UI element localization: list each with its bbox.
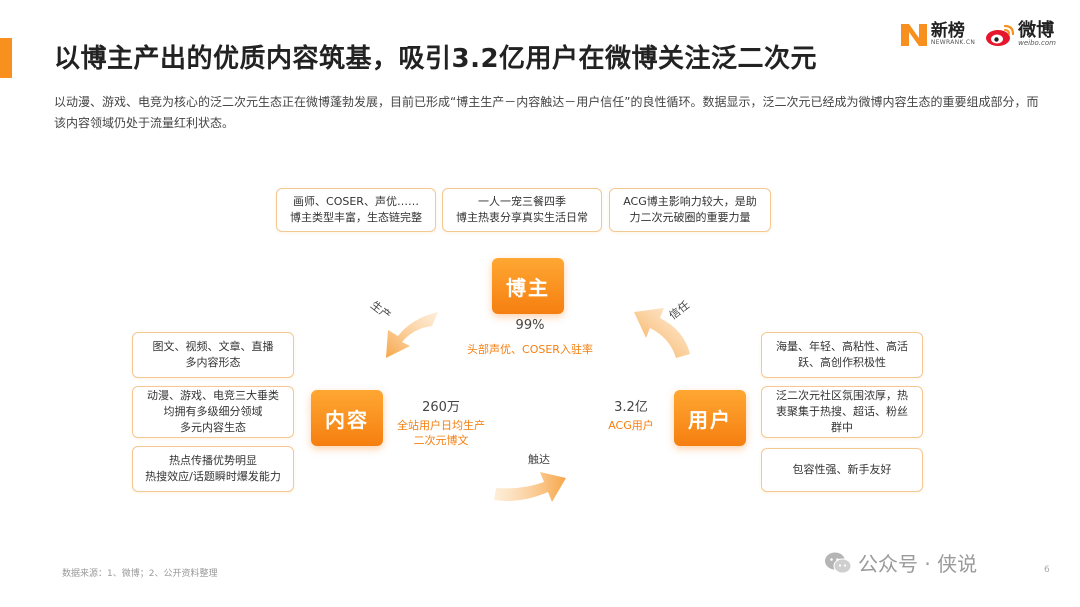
arrow-trust <box>634 308 690 358</box>
xinbang-logo: 新榜 NEWRANK.CN <box>900 21 976 46</box>
box-line: 博主类型丰富，生态链完整 <box>290 211 422 224</box>
box-line: 热点传播优势明显 <box>169 454 257 467</box>
box-line: 包容性强、新手友好 <box>792 463 892 476</box>
weibo-logo-cn: 微博 <box>1018 20 1055 41</box>
box-line: 图文、视频、文章、直播 <box>152 340 274 353</box>
watermark-text: 公众号 · 侠说 <box>858 552 978 576</box>
box-line: 衷聚集于热搜、超话、粉丝 <box>776 405 908 418</box>
node-content: 内容 <box>311 390 383 446</box>
box-line: 力二次元破圈的重要力量 <box>629 211 751 224</box>
box-line: 动漫、游戏、电竞三大垂类 <box>147 389 279 402</box>
weibo-logo-en: weibo.com <box>1018 39 1056 47</box>
intro-paragraph: 以动漫、游戏、电竞为核心的泛二次元生态正在微博蓬勃发展，目前已形成“博主生产－内… <box>54 95 1039 130</box>
header-logos: 新榜 NEWRANK.CN 微博 weibo.com <box>900 21 1056 47</box>
user-feature-box-1: 海量、年轻、高粘性、高活跃、高创作积极性 <box>761 332 923 378</box>
xinbang-logo-icon <box>900 23 927 46</box>
content-stat-caption-line2: 二次元博文 <box>413 434 469 447</box>
box-line: 多元内容生态 <box>180 421 246 434</box>
weibo-logo-icon <box>986 24 1015 46</box>
page-title: 以博主产出的优质内容筑基，吸引3.2亿用户在微博关注泛二次元 <box>54 44 818 74</box>
content-feature-box-3: 热点传播优势明显热搜效应/话题瞬时爆发能力 <box>132 446 294 492</box>
box-line: 画师、COSER、声优…… <box>293 195 419 208</box>
edge-label-reach: 触达 <box>528 453 550 466</box>
data-source-note: 数据来源：1、微博；2、公开资料整理 <box>62 569 218 579</box>
blogger-feature-box-2: 一人一宠三餐四季博主热衷分享真实生活日常 <box>442 188 602 232</box>
box-line: 泛二次元社区氛围浓厚，热 <box>776 389 908 402</box>
content-feature-box-1: 图文、视频、文章、直播多内容形态 <box>132 332 294 378</box>
xinbang-logo-cn: 新榜 <box>930 21 965 41</box>
blogger-stat-caption: 头部声优、COSER入驻率 <box>467 343 593 356</box>
content-stat-caption: 全站用户日均生产 二次元博文 <box>386 418 496 448</box>
box-line: 均拥有多级细分领域 <box>163 405 263 418</box>
wechat-icon <box>825 552 852 573</box>
box-line: 海量、年轻、高粘性、高活 <box>776 340 908 353</box>
box-line: 热搜效应/话题瞬时爆发能力 <box>145 470 281 483</box>
blogger-feature-box-1: 画师、COSER、声优…… 博主类型丰富，生态链完整 <box>276 188 436 232</box>
user-stat-caption: ACG用户 <box>608 419 654 432</box>
box-line: 跃、高创作积极性 <box>798 356 886 369</box>
box-line: ACG博主影响力较大，是助 <box>623 195 757 208</box>
content-stat-caption-line1: 全站用户日均生产 <box>397 419 485 432</box>
node-blogger: 博主 <box>492 258 564 314</box>
node-user: 用户 <box>674 390 746 446</box>
xinbang-logo-en: NEWRANK.CN <box>930 39 976 46</box>
user-stat-value: 3.2亿 <box>614 400 648 415</box>
arrow-reach <box>494 472 566 502</box>
box-line: 博主热衷分享真实生活日常 <box>456 211 588 224</box>
title-accent-bar <box>0 38 12 78</box>
user-feature-box-3: 包容性强、新手友好 <box>761 448 923 492</box>
watermark: 公众号 · 侠说 <box>824 548 977 577</box>
arrow-produce <box>386 312 438 358</box>
blogger-feature-box-3: ACG博主影响力较大，是助力二次元破圈的重要力量 <box>609 188 771 232</box>
blogger-stat-value: 99% <box>515 318 545 333</box>
box-line: 一人一宠三餐四季 <box>478 195 566 208</box>
content-stat-value: 260万 <box>422 400 460 415</box>
box-line: 多内容形态 <box>185 356 241 369</box>
weibo-logo: 微博 weibo.com <box>985 22 1056 47</box>
box-line: 群中 <box>831 421 853 434</box>
user-feature-box-2: 泛二次元社区氛围浓厚，热衷聚集于热搜、超话、粉丝群中 <box>761 386 923 438</box>
page-number: 6 <box>1044 565 1050 575</box>
content-feature-box-2: 动漫、游戏、电竞三大垂类均拥有多级细分领域多元内容生态 <box>132 386 294 438</box>
